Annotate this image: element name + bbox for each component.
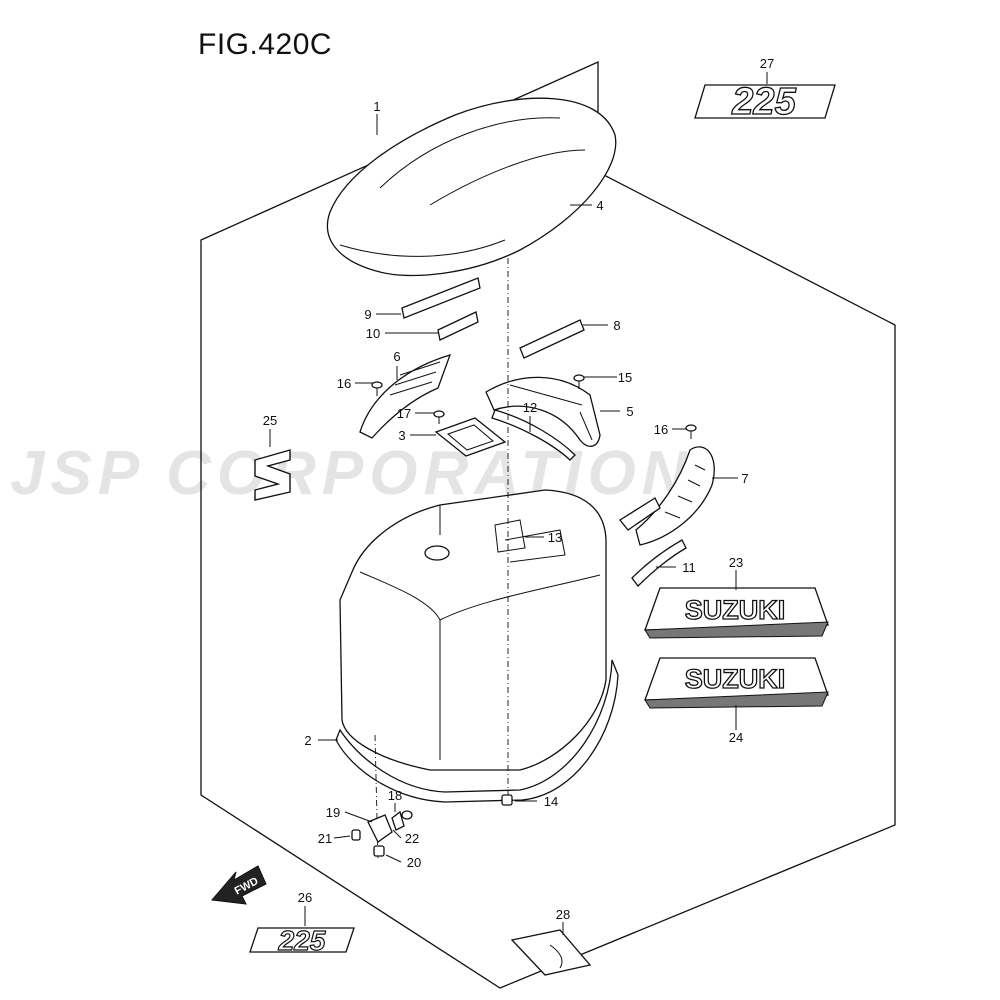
isometric-frame xyxy=(200,60,896,989)
callout-6: 6 xyxy=(393,349,400,364)
seal-part-8 xyxy=(519,319,585,359)
callout-10: 10 xyxy=(366,326,380,341)
top-cover-part xyxy=(326,97,617,277)
callout-21: 21 xyxy=(318,831,332,846)
label-card-part-28 xyxy=(510,929,592,976)
brand-decal-part-24: SUZUKI xyxy=(644,657,829,709)
suzuki-s-logo-part-25 xyxy=(254,449,291,501)
callout-22: 22 xyxy=(405,831,419,846)
brand-name-upper: SUZUKI xyxy=(685,595,786,625)
callout-20: 20 xyxy=(407,855,421,870)
callout-9: 9 xyxy=(364,307,371,322)
callout-7: 7 xyxy=(741,471,748,486)
model-number-bottom: 225 xyxy=(278,925,326,956)
callout-18: 18 xyxy=(388,788,402,803)
callout-11: 11 xyxy=(682,560,696,575)
callout-28: 28 xyxy=(556,907,570,922)
callout-2: 2 xyxy=(304,733,311,748)
brand-decal-part-23: SUZUKI xyxy=(644,587,829,639)
callout-1: 1 xyxy=(373,99,380,114)
seal-part-12 xyxy=(491,409,576,461)
brand-name-lower: SUZUKI xyxy=(685,664,786,694)
engine-cover-part-2 xyxy=(335,489,619,803)
callout-19: 19 xyxy=(326,805,340,820)
callout-27: 27 xyxy=(760,56,774,71)
leader-lines xyxy=(269,72,768,935)
clip-part-16-left xyxy=(371,381,383,396)
seal-part-11 xyxy=(631,539,687,587)
callout-13: 13 xyxy=(548,530,562,545)
model-decal-part-26: 225 xyxy=(249,924,355,957)
seal-part-9 xyxy=(401,277,481,319)
callout-12: 12 xyxy=(523,400,537,415)
forward-direction-arrow: FWD xyxy=(211,865,267,905)
callout-25: 25 xyxy=(263,413,277,428)
clip-part-15 xyxy=(573,374,585,389)
callout-17: 17 xyxy=(397,406,411,421)
clip-part-17 xyxy=(433,410,445,424)
callout-14: 14 xyxy=(544,794,558,809)
gasket-part-3 xyxy=(434,417,507,457)
side-grille-part-6 xyxy=(359,354,452,439)
callout-5: 5 xyxy=(626,404,633,419)
callout-8: 8 xyxy=(613,318,620,333)
callout-16-left: 16 xyxy=(337,376,351,391)
callout-4: 4 xyxy=(596,198,603,213)
callout-23: 23 xyxy=(729,555,743,570)
side-grille-part-7 xyxy=(619,446,715,546)
clip-part-16-right xyxy=(685,424,697,439)
callout-16-right: 16 xyxy=(654,422,668,437)
callout-3: 3 xyxy=(398,428,405,443)
seal-part-10 xyxy=(437,311,479,341)
grommet-part-14 xyxy=(501,794,513,806)
callout-24: 24 xyxy=(729,730,743,745)
callout-labels: 1 2 3 4 5 6 7 8 9 10 11 12 13 14 15 16 1… xyxy=(263,56,774,922)
callout-15: 15 xyxy=(618,370,632,385)
side-grille-part-5 xyxy=(485,376,601,447)
model-number-top: 225 xyxy=(731,81,796,123)
latch-assembly-part-19 xyxy=(351,810,413,857)
model-decal-part-27: 225 xyxy=(694,80,836,124)
callout-26: 26 xyxy=(298,890,312,905)
figure-title: FIG.420C xyxy=(198,28,333,61)
